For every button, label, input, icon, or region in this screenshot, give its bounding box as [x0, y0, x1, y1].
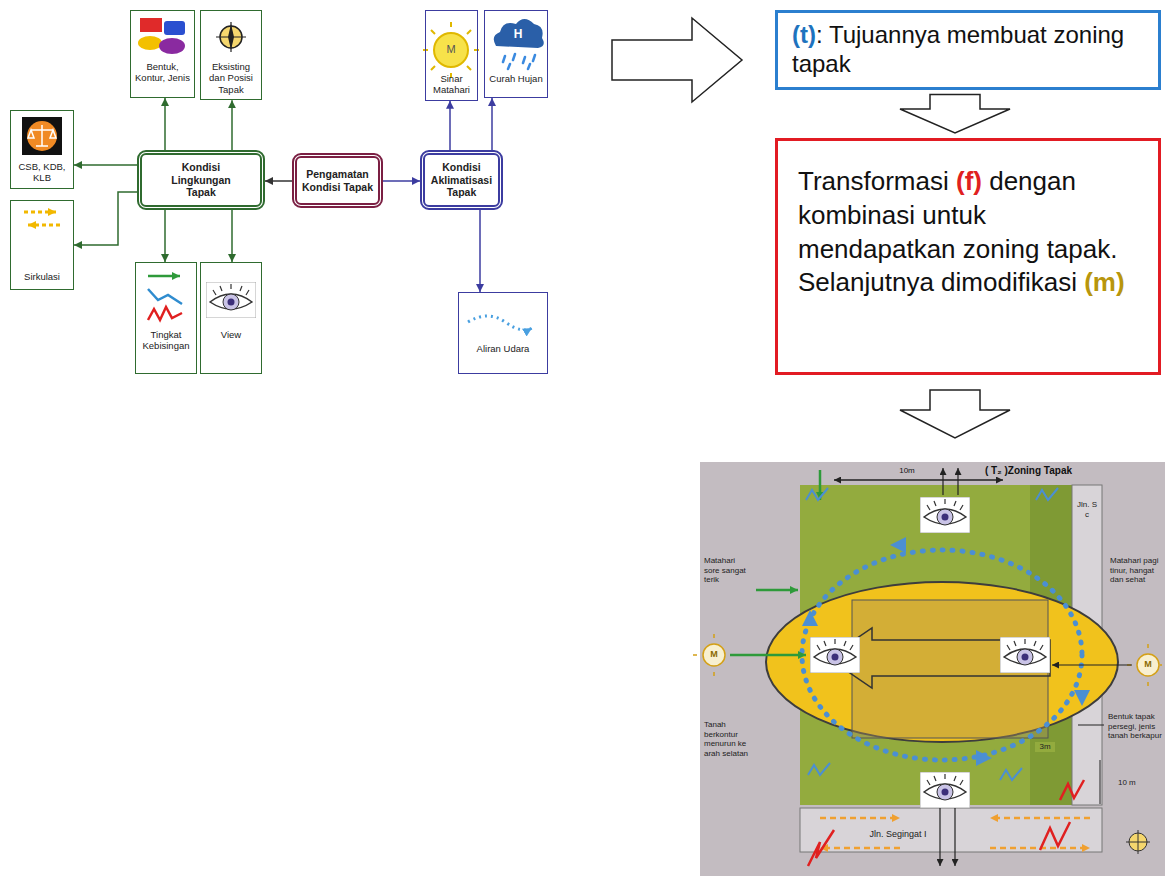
- icon-letter: M: [443, 43, 459, 56]
- aspect-box: Tingkat Kebisingan: [135, 262, 197, 374]
- connector-arrow: [74, 164, 137, 166]
- sketch-note: Tanah berkontur menurun ke arah selatan: [704, 720, 751, 758]
- connector-arrow: [479, 210, 481, 292]
- box-text: CSB, KDB, KLB: [14, 161, 70, 184]
- box-text: Bentuk, Kontur, Jenis: [134, 61, 191, 84]
- environment-box: Kondisi Lingkungan Tapak: [137, 150, 265, 210]
- climate-box: Curah Hujan: [484, 10, 548, 98]
- sketch-note: Matahari sore sangat terik: [704, 556, 751, 585]
- climate-box: Aliran Udara: [458, 292, 548, 374]
- box-text: Tingkat Kebisingan: [139, 329, 193, 352]
- sketch-note: Jln. Segingat I: [860, 829, 936, 840]
- sketch-note: M: [1141, 659, 1155, 670]
- connector-arrow: [449, 101, 451, 150]
- aspect-box: Bentuk, Kontur, Jenis: [130, 10, 195, 98]
- box-text: View: [204, 329, 258, 340]
- aspect-box: Sirkulasi: [10, 200, 74, 290]
- sketch-note: ( T₂ )Zoning Tapak: [985, 465, 1103, 477]
- box-text: Sinar Matahari: [429, 73, 474, 96]
- zoning-sketch: [693, 462, 1165, 876]
- shape-icon: [138, 18, 185, 54]
- rain-icon: [494, 19, 544, 69]
- connector-arrow: [491, 98, 493, 150]
- aspect-box: View: [200, 262, 262, 374]
- connector-arrow: [164, 210, 166, 262]
- box-text: (t): Tujuannya membuat zoning tapak: [792, 21, 1144, 79]
- box-text: Pengamatan Kondisi Tapak: [300, 168, 375, 193]
- box-text: Kondisi Lingkungan Tapak: [167, 161, 235, 199]
- box-text: Kondisi Aklimatisasi Tapak: [428, 161, 495, 199]
- connector-arrow: [74, 192, 137, 245]
- aspect-box: CSB, KDB, KLB: [10, 110, 74, 189]
- airflow-icon: [468, 316, 532, 330]
- sketch-note: 10 m: [1118, 778, 1148, 788]
- sketch-note: 3m: [1035, 742, 1055, 752]
- connector-arrow: [231, 100, 233, 150]
- transformation-box: Transformasi (f) dengan kombinasi untuk …: [775, 138, 1161, 375]
- connector-arrow: [383, 180, 420, 182]
- box-text: Aliran Udara: [462, 343, 544, 354]
- sketch-note: Matahari pagi tinur, hangat dan sehat: [1110, 556, 1162, 585]
- compass-icon: [216, 22, 246, 52]
- regulation-icon: [22, 117, 62, 155]
- sketch-note: 10m: [893, 466, 921, 476]
- connector-arrow: [164, 98, 166, 150]
- hollow-arrow: [612, 18, 742, 102]
- climate-box: Sinar Matahari: [425, 10, 478, 101]
- connector-arrow: [231, 210, 233, 262]
- acclimatization-box: Kondisi Aklimatisasi Tapak: [420, 150, 503, 210]
- box-text: Sirkulasi: [14, 271, 70, 282]
- sketch-note: Bentuk tapak persegi, jenis tanah berkap…: [1108, 712, 1162, 741]
- sketch-note: M: [707, 649, 721, 660]
- box-text: Curah Hujan: [488, 73, 544, 84]
- hollow-arrow: [900, 390, 1010, 438]
- observation-box: Pengamatan Kondisi Tapak: [292, 153, 383, 208]
- circulation-icon: [24, 212, 60, 225]
- aspect-box: Eksisting dan Posisi Tapak: [200, 10, 262, 100]
- goal-box: (t): Tujuannya membuat zoning tapak: [775, 10, 1161, 90]
- sun-icon: [423, 22, 479, 78]
- box-text: Transformasi (f) dengan kombinasi untuk …: [798, 165, 1138, 300]
- icon-letter: H: [510, 27, 526, 41]
- hollow-arrow: [900, 95, 1010, 133]
- sketch-note: Jln. S c: [1074, 500, 1100, 519]
- view-eye-icon: [206, 282, 256, 318]
- box-text: Eksisting dan Posisi Tapak: [204, 61, 258, 95]
- noise-icon: [148, 276, 182, 320]
- connector-arrow: [265, 180, 292, 182]
